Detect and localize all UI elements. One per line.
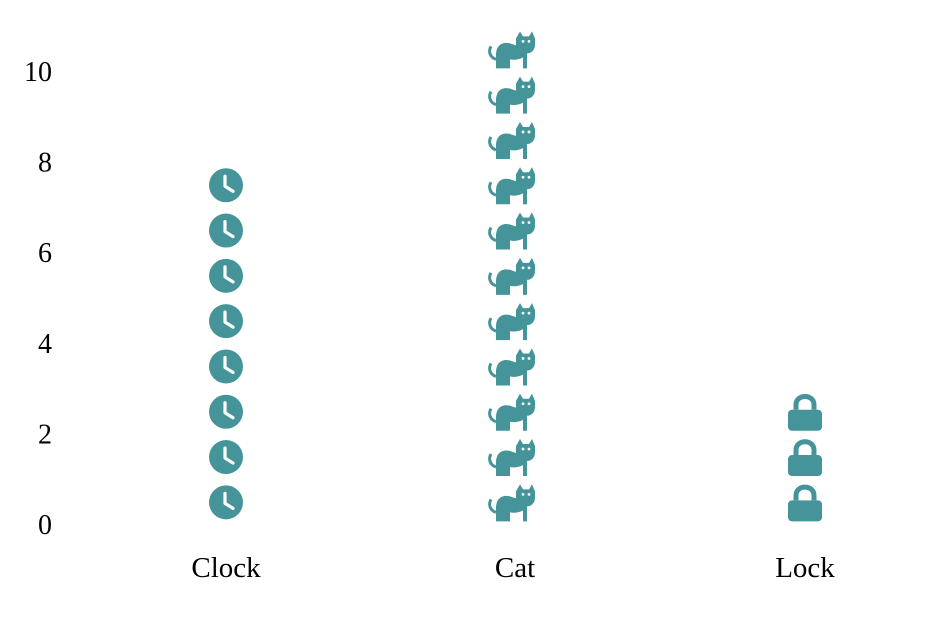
cat-icon	[488, 301, 537, 342]
y-tick-label: 10	[24, 57, 52, 88]
y-tick-label: 2	[38, 419, 52, 450]
pictograph-column-lock	[788, 397, 822, 522]
cat-icon	[488, 211, 537, 252]
y-tick-label: 0	[38, 510, 52, 541]
cat-icon	[488, 29, 537, 70]
x-axis: Clock Cat Lock	[191, 552, 835, 584]
clock-icon	[207, 347, 245, 386]
lock-icon	[788, 442, 822, 476]
y-axis: 0 2 4 6 8 10	[24, 57, 52, 541]
pictograph-column-cat	[488, 29, 537, 523]
cat-icon	[488, 165, 537, 206]
clock-icon	[207, 393, 245, 431]
clock-icon	[207, 211, 245, 250]
y-tick-label: 4	[38, 329, 52, 360]
x-category-label: Cat	[495, 552, 535, 584]
clock-icon	[207, 438, 245, 476]
cat-icon	[488, 346, 537, 387]
pictograph-column-clock	[207, 166, 245, 521]
x-category-label: Lock	[775, 552, 835, 584]
clock-icon	[207, 302, 245, 340]
cat-icon	[488, 120, 537, 161]
clock-icon	[207, 483, 245, 521]
cat-icon	[488, 392, 537, 433]
cat-icon	[488, 482, 537, 523]
y-tick-label: 6	[38, 238, 52, 269]
cat-icon	[488, 437, 537, 478]
lock-icon	[788, 487, 822, 521]
clock-icon	[207, 166, 245, 204]
lock-icon	[788, 397, 822, 431]
y-tick-label: 8	[38, 148, 52, 179]
clock-icon	[207, 257, 245, 295]
pictograph-marks	[207, 29, 822, 523]
cat-icon	[488, 75, 537, 116]
cat-icon	[488, 256, 537, 297]
x-category-label: Clock	[191, 552, 261, 584]
